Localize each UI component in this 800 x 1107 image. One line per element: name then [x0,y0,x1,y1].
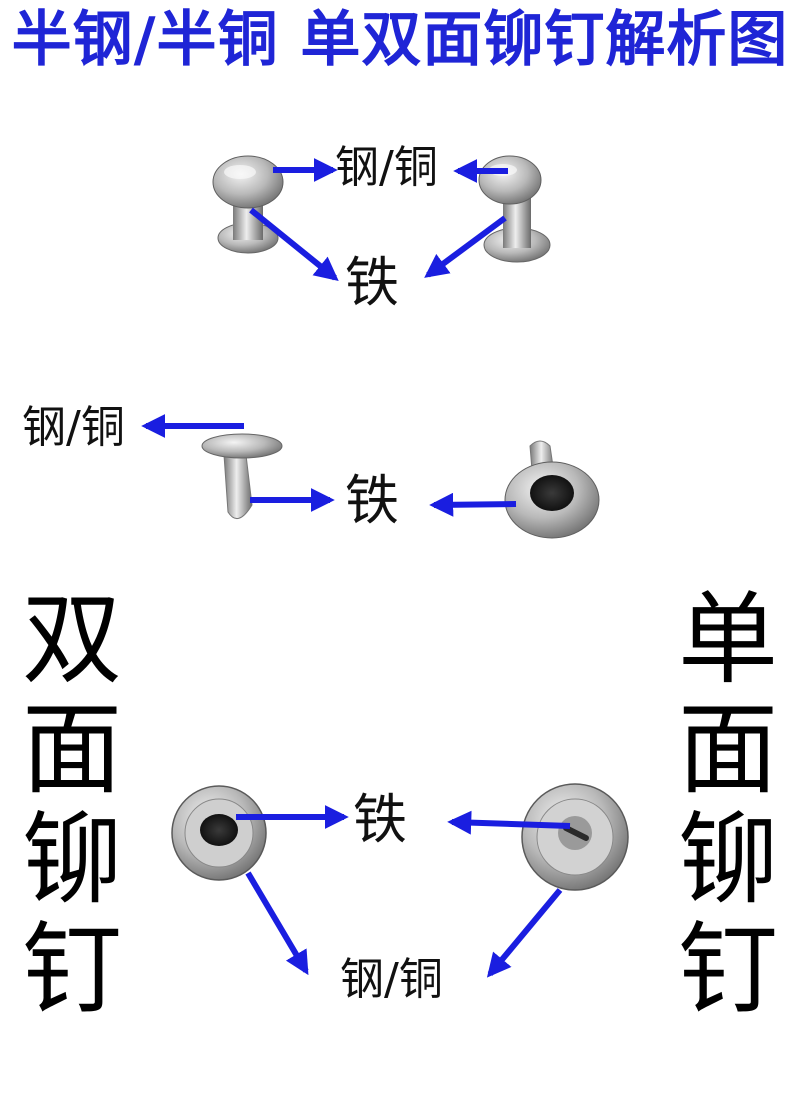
label-post-material-top: 铁 [345,251,399,314]
label-cap-material-middle: 钢/铜 [22,402,125,453]
rivet-bottom-double [171,785,267,881]
label-cap-material-top: 钢/铜 [335,142,438,193]
rivet-side-left [212,155,284,254]
label-double-sided-char: 双 [22,581,122,698]
arrow-post-left [249,207,339,282]
arrow-single-post [447,810,571,835]
label-single-sided-rivet: 单 面 铆 钉 [678,585,778,1025]
rivet-bottom-single [521,783,629,891]
arrow-single-cap [486,888,563,978]
label-double-sided-char: 面 [22,691,122,808]
label-post-material-middle: 铁 [345,469,399,532]
label-single-sided-char: 钉 [678,911,778,1028]
label-single-sided-char: 单 [678,581,778,698]
arrow-post-right [424,215,507,278]
label-single-sided-char: 铆 [678,801,778,918]
label-cap-material-bottom: 钢/铜 [340,954,443,1005]
label-double-sided-char: 钉 [22,911,122,1028]
arrow-base-post [429,492,517,517]
label-double-sided-rivet: 双 面 铆 钉 [22,585,122,1025]
label-post-material-bottom: 铁 [353,788,407,851]
page-title: 半钢/半铜 单双面铆钉解析图 [11,5,789,75]
rivet-post-base [504,440,600,539]
label-double-sided-char: 铆 [22,801,122,918]
arrow-double-cap [245,871,309,976]
rivet-cap-tilted [201,433,283,520]
label-single-sided-char: 面 [678,691,778,808]
